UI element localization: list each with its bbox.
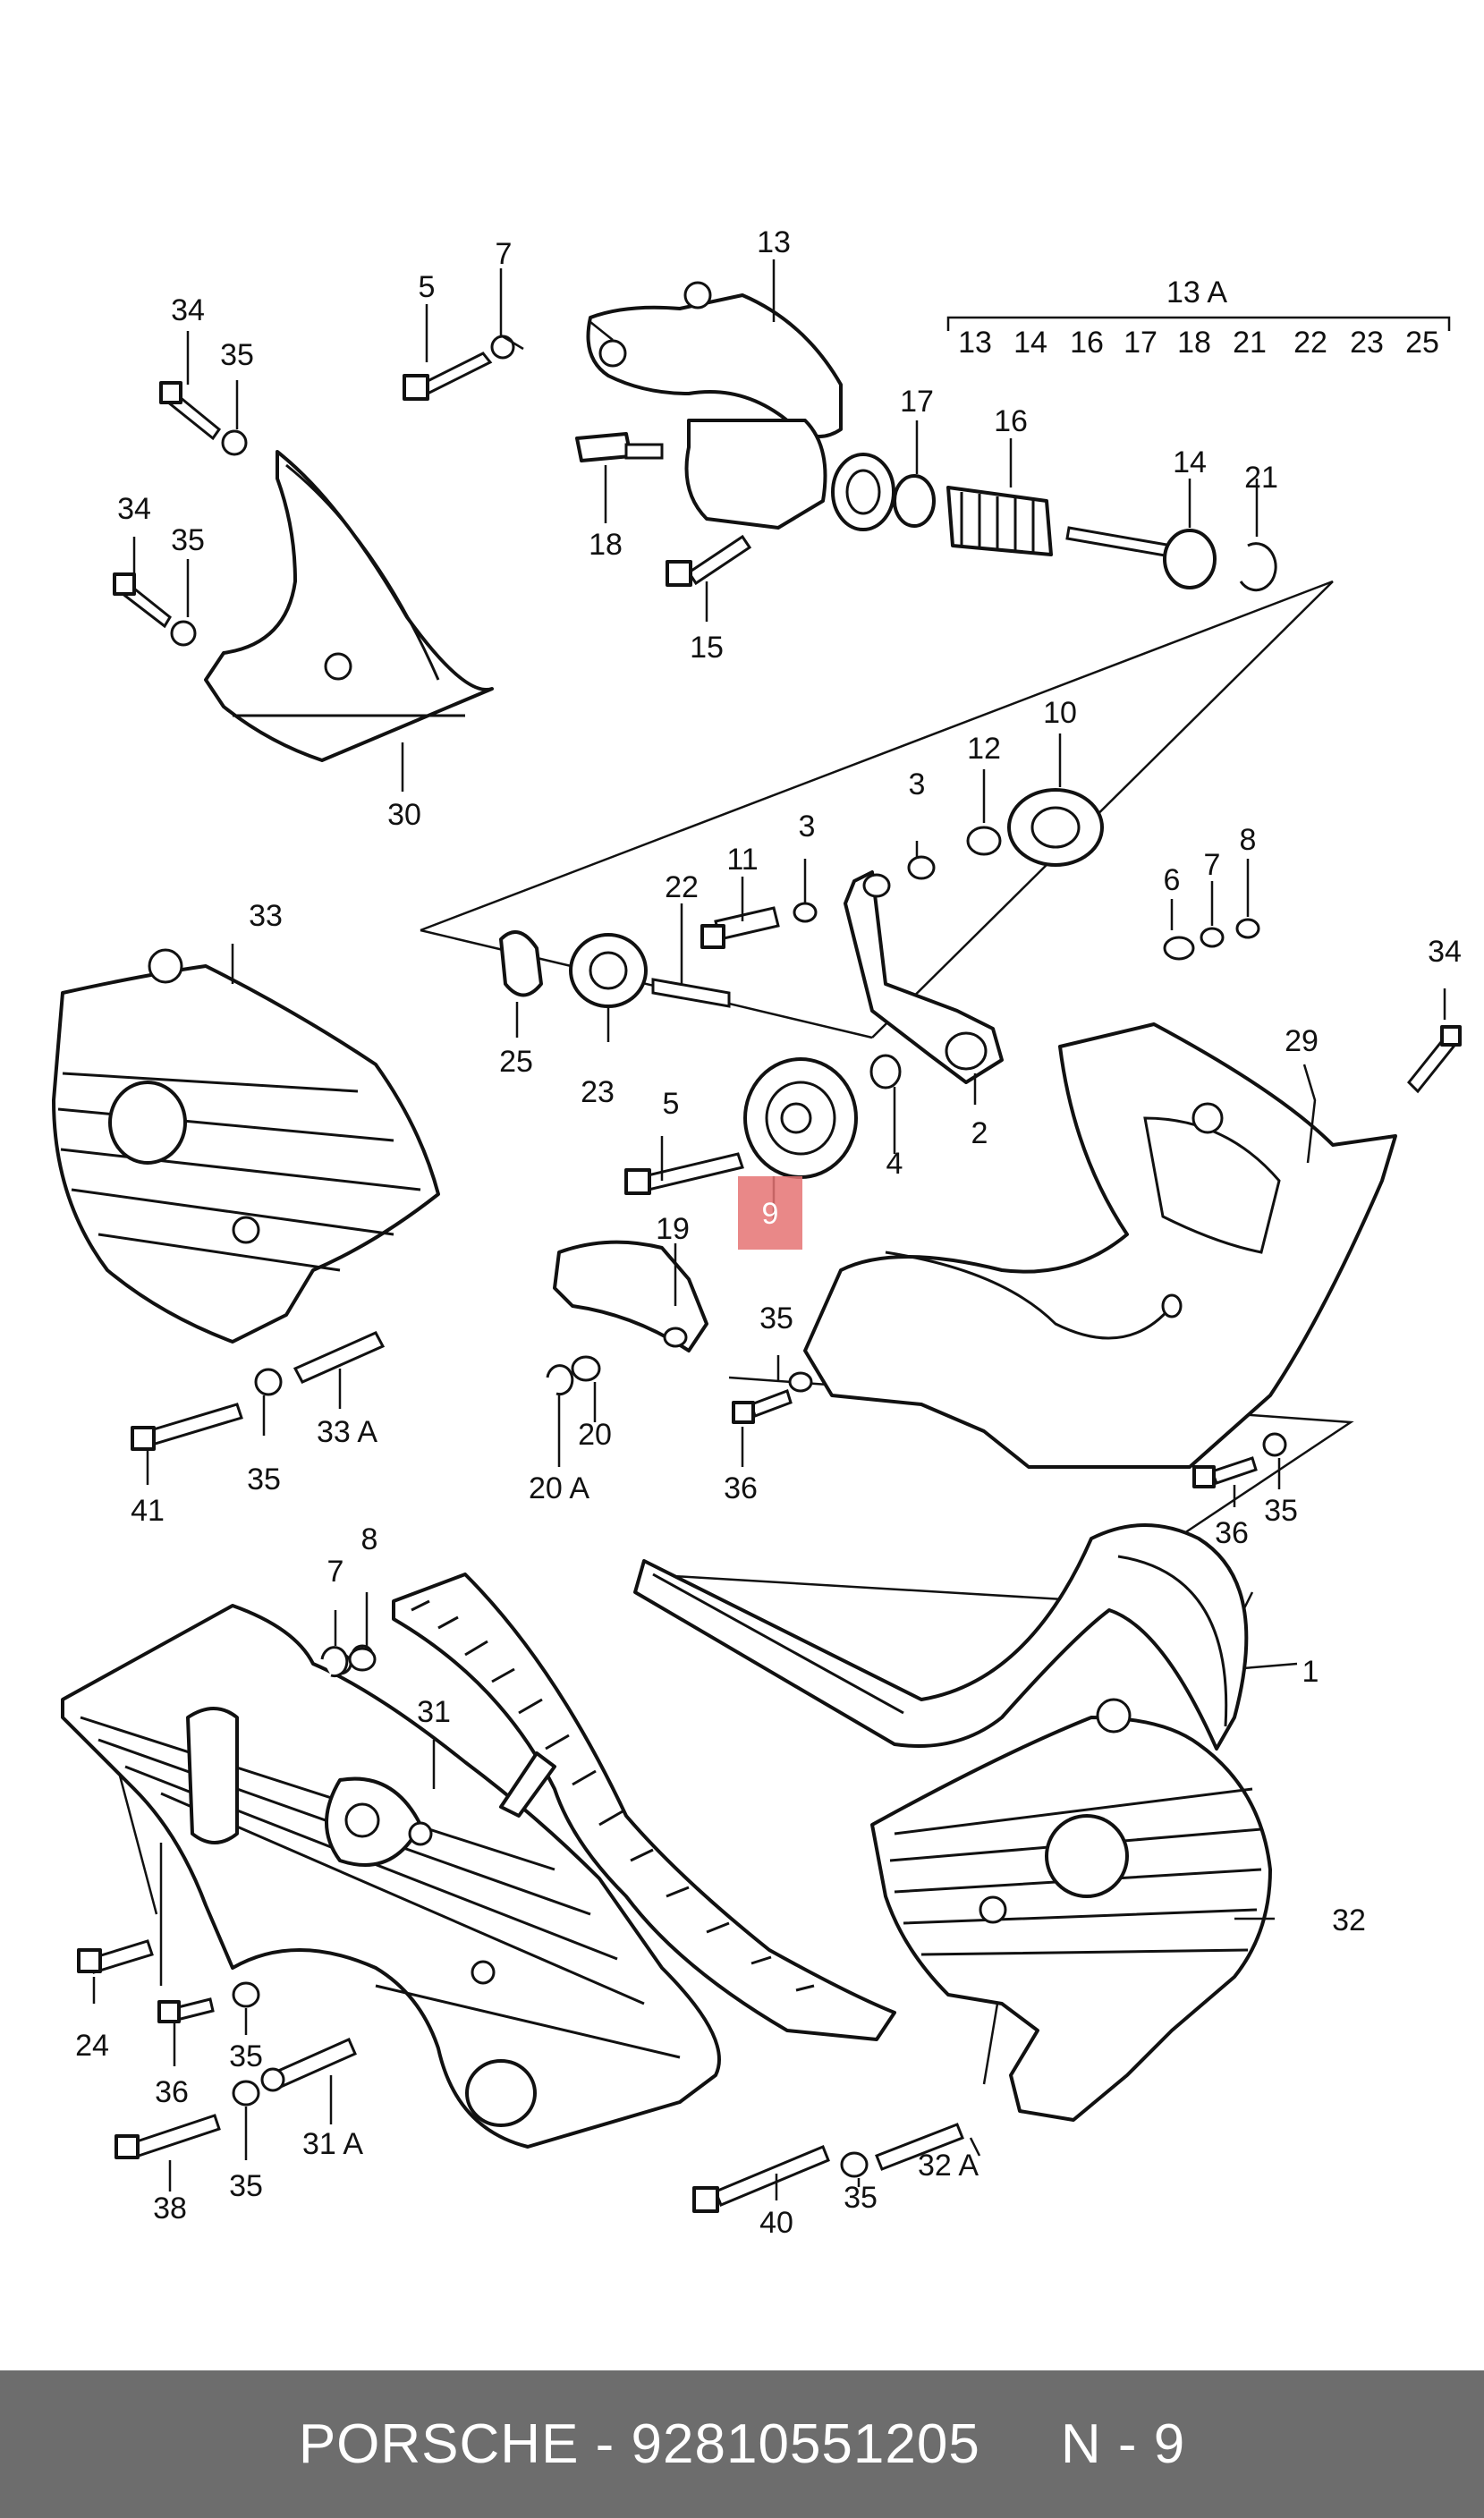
callout-labels: 1 2 3 3 4 5 5 6 7 7 7 8 8 10 11 12 13 14…: [75, 225, 1462, 2240]
callout-3: 3: [909, 767, 926, 801]
callout-35: 35: [1264, 1494, 1298, 1528]
callout-20: 20: [578, 1418, 612, 1452]
group-13a-item: 18: [1177, 326, 1211, 360]
callout-34: 34: [117, 492, 151, 526]
callout-40: 40: [759, 2206, 793, 2240]
callout-24: 24: [75, 2029, 109, 2063]
callout-35: 35: [844, 2181, 878, 2215]
callout-19: 19: [656, 1212, 690, 1246]
group-13a-item: 22: [1293, 326, 1327, 360]
callout-8: 8: [361, 1522, 378, 1556]
highlight-box-part-9: [738, 1176, 802, 1250]
callout-18: 18: [589, 528, 623, 562]
callout-29: 29: [1285, 1024, 1319, 1058]
callout-8: 8: [1240, 823, 1257, 857]
diagram-reference: N - 9: [1060, 2413, 1186, 2475]
callout-41: 41: [131, 1494, 165, 1528]
callout-30: 30: [387, 798, 421, 832]
part-32-lower-right-cover: [692, 1698, 1272, 2213]
callout-33a: 33 A: [317, 1415, 377, 1449]
callout-34: 34: [171, 293, 205, 327]
callout-7: 7: [496, 237, 513, 271]
group-13a-item: 13: [958, 326, 992, 360]
callout-5: 5: [663, 1087, 680, 1121]
callout-35: 35: [759, 1301, 793, 1335]
callout-20a: 20 A: [529, 1471, 589, 1505]
leader-lines: [92, 259, 1446, 2200]
callout-35: 35: [229, 2169, 263, 2203]
callout-35: 35: [229, 2039, 263, 2073]
group-13a-bracket: [946, 316, 1451, 331]
callout-11: 11: [726, 843, 758, 877]
callout-7: 7: [327, 1555, 344, 1589]
group-13a-title: 13 A: [1166, 276, 1227, 309]
callout-36: 36: [724, 1471, 758, 1505]
part-29-inner-cover: [732, 1022, 1462, 1488]
callout-10: 10: [1043, 696, 1077, 730]
callout-12: 12: [967, 732, 1001, 766]
group-13a-item: 23: [1350, 326, 1384, 360]
callout-4: 4: [886, 1147, 903, 1181]
callout-31: 31: [417, 1695, 451, 1729]
callout-31a: 31 A: [302, 2127, 363, 2161]
part-number-footer: PORSCHE - 92810551205 N - 9: [0, 2370, 1484, 2518]
callout-23: 23: [581, 1075, 615, 1109]
part-1-timing-belt: [392, 1523, 1249, 2041]
lower-nut-washer: [320, 1646, 377, 1678]
part-9-tension-roller: [624, 1057, 858, 1195]
group-13a-item: 25: [1405, 326, 1439, 360]
group-13a-item: 14: [1013, 326, 1047, 360]
tensioner-assembly-middle: [499, 788, 1260, 1089]
callout-36: 36: [1215, 1516, 1249, 1550]
damper-rod-group: [893, 474, 1277, 592]
callout-38: 38: [153, 2192, 187, 2226]
bolts-top-left: [113, 381, 248, 647]
tensioner-bracket-group: [403, 281, 895, 587]
group-13a-item: 21: [1233, 326, 1267, 360]
callout-2: 2: [971, 1116, 988, 1150]
part-number: 92810551205: [631, 2413, 980, 2475]
callout-13: 13: [757, 225, 791, 259]
part-33-cam-cover-left: [52, 948, 440, 1451]
callout-32: 32: [1332, 1903, 1366, 1937]
callout-21: 21: [1244, 461, 1278, 495]
part-19-guide: [546, 1240, 708, 1396]
callout-1: 1: [1302, 1655, 1319, 1689]
group-13a-item: 17: [1124, 326, 1158, 360]
callout-35: 35: [247, 1462, 281, 1496]
callout-6: 6: [1164, 863, 1181, 897]
callout-32a: 32 A: [918, 2149, 979, 2183]
callout-36: 36: [155, 2075, 189, 2109]
callout-17: 17: [900, 385, 934, 419]
highlight-label: 9: [762, 1197, 779, 1231]
callout-35: 35: [171, 523, 205, 557]
group-13a-item: 16: [1070, 326, 1104, 360]
callout-35: 35: [220, 338, 254, 372]
callout-34: 34: [1428, 935, 1462, 969]
exploded-parts-diagram: 9 13 A 13 14 16 17 18 21 22 23 25 1 2 3 …: [52, 225, 1462, 2240]
part-30-cover-plate: [204, 450, 494, 762]
callout-14: 14: [1173, 445, 1207, 479]
callout-5: 5: [419, 270, 436, 304]
callout-7: 7: [1204, 848, 1221, 882]
callout-33: 33: [249, 899, 283, 933]
brand-name: PORSCHE: [298, 2413, 580, 2475]
callout-16: 16: [994, 404, 1028, 438]
callout-15: 15: [690, 631, 724, 665]
separator: -: [579, 2413, 632, 2475]
callout-3: 3: [799, 810, 816, 844]
callout-25: 25: [499, 1045, 533, 1079]
callout-22: 22: [665, 870, 699, 904]
